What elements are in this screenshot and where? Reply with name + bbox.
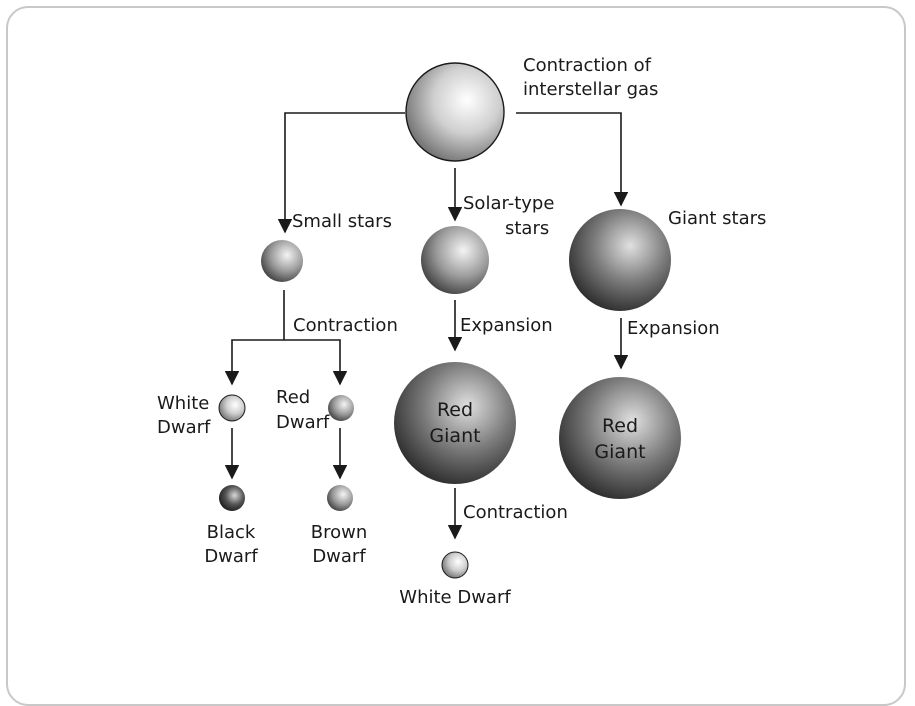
label-origin-line1: Contraction of [523,55,652,76]
label-black-dwarf-line2: Dwarf [204,546,258,567]
label-origin-line2: interstellar gas [523,79,658,100]
label-small-stars: Small stars [292,211,392,232]
star-white-dwarf-final [441,551,469,579]
edge-origin-to-small [277,112,405,234]
label-black-dwarf-line1: Black [207,522,256,543]
label-solar-line1: Solar-type [463,193,554,214]
star-solar-type [421,226,489,294]
label-red-dwarf-line2: Dwarf [276,412,330,433]
label-brown-dwarf-line1: Brown [311,522,368,543]
edge-origin-to-giant [516,112,629,207]
stellar-evolution-diagram: Contraction of interstellar gas Small st… [157,55,766,608]
edge-to-red-dwarf [284,339,348,386]
star-interstellar-gas [405,62,505,162]
label-red-giant-giant-line1: Red [602,415,638,437]
star-red-giant-giant [559,377,681,499]
label-white-dwarf-final: White Dwarf [399,587,511,608]
label-white-dwarf-line2: Dwarf [157,417,211,438]
star-giant [569,209,671,311]
label-solar-line2: stars [505,218,549,239]
label-red-giant-giant-line2: Giant [594,441,645,463]
label-contraction-redgiant: Contraction [463,502,568,523]
label-brown-dwarf-line2: Dwarf [312,546,366,567]
star-black-dwarf [219,485,245,511]
star-red-dwarf [328,395,354,421]
label-giant-stars: Giant stars [668,208,766,229]
label-expansion-giant: Expansion [627,318,720,339]
star-red-giant-solar [394,362,516,484]
label-red-giant-solar-line2: Giant [429,425,480,447]
label-white-dwarf-line1: White [157,393,209,414]
star-white-dwarf [218,394,246,422]
star-brown-dwarf [327,485,353,511]
label-red-giant-solar-line1: Red [437,399,473,421]
star-small [261,240,303,282]
label-red-dwarf-line1: Red [276,387,310,408]
edge-to-white-dwarf [224,339,284,386]
label-contraction-small: Contraction [293,315,398,336]
label-expansion-solar: Expansion [460,315,553,336]
